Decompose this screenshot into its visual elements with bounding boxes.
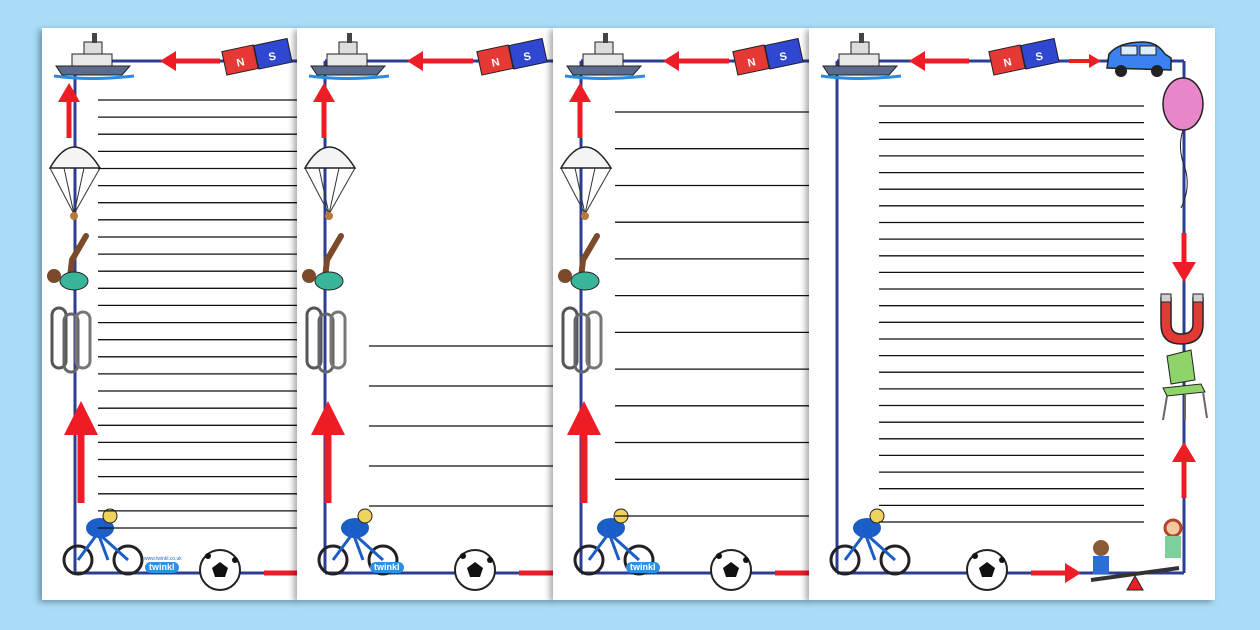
- paperclip-icon: [561, 306, 603, 374]
- twinkl-logo: twinkl: [145, 562, 179, 573]
- twinkl-logo: twinkl: [626, 562, 660, 573]
- ship-icon: [820, 33, 902, 80]
- cyclist-icon: [317, 508, 399, 576]
- car-icon: [1106, 41, 1172, 77]
- parachute-icon: [559, 146, 613, 220]
- cyclist-icon: [573, 508, 655, 576]
- page-2-border: N S: [302, 33, 554, 591]
- page-3-border: N S: [558, 33, 810, 591]
- arrow-up-right: [1172, 442, 1196, 498]
- paperclip-icon: [305, 306, 347, 374]
- chair-icon: [1162, 349, 1208, 421]
- page-4-writing-lines: [879, 105, 1144, 523]
- arrow-right-bottom: [1031, 563, 1081, 583]
- arrow-left: [909, 51, 969, 71]
- footer-url[interactable]: www.twinkl.co.uk: [144, 556, 182, 562]
- svg-text:S: S: [778, 50, 788, 63]
- paperclip-icon: [50, 306, 92, 374]
- ship-icon: [564, 33, 646, 80]
- arrow-left: [663, 51, 729, 71]
- football-icon: [966, 549, 1008, 591]
- svg-text:N: N: [235, 56, 245, 69]
- bar-magnet-icon: N S: [732, 37, 804, 76]
- parachute-icon: [48, 146, 102, 220]
- svg-text:S: S: [522, 50, 532, 63]
- svg-text:N: N: [1002, 56, 1012, 69]
- svg-text:S: S: [267, 50, 277, 63]
- ship-icon: [308, 33, 390, 80]
- page-1-writing-lines: [98, 99, 298, 529]
- balloon-icon: [1162, 77, 1204, 209]
- arrow-up-large: [567, 401, 601, 503]
- seesaw-icon: [1090, 518, 1183, 591]
- worksheet-page-4: N S: [809, 28, 1215, 600]
- arrow-up-large: [64, 401, 98, 503]
- page-3-writing-lines: [615, 111, 810, 517]
- arrow-left: [407, 51, 473, 71]
- bar-magnet-icon: N S: [988, 37, 1060, 76]
- arrow-up-small: [569, 83, 591, 138]
- worksheet-page-1: N S: [42, 28, 298, 600]
- arrow-right-top: [1069, 54, 1101, 68]
- ship-icon: [53, 33, 135, 80]
- parachute-icon: [303, 146, 357, 220]
- bar-magnet-icon: N S: [221, 37, 293, 76]
- diver-icon: [47, 233, 89, 291]
- bar-magnet-icon: N S: [476, 37, 548, 76]
- football-icon: [710, 549, 752, 591]
- arrow-up-large: [311, 401, 345, 503]
- svg-text:N: N: [746, 56, 756, 69]
- arrow-up-small: [313, 83, 335, 138]
- diver-icon: [558, 233, 600, 291]
- arrow-left: [160, 51, 220, 71]
- arrow-down-right: [1172, 233, 1196, 282]
- football-icon: [199, 549, 241, 591]
- worksheet-page-3: N S: [553, 28, 810, 600]
- cyclist-icon: [829, 508, 911, 576]
- page-1-border: N S: [47, 33, 298, 591]
- horseshoe-magnet-icon: [1160, 293, 1204, 345]
- diver-icon: [302, 233, 344, 291]
- arrow-up-small: [58, 83, 80, 138]
- svg-text:S: S: [1034, 50, 1044, 63]
- page-4-border: N S: [820, 33, 1208, 591]
- svg-text:N: N: [490, 56, 500, 69]
- twinkl-logo: twinkl: [370, 562, 404, 573]
- page-2-writing-lines: [369, 345, 554, 507]
- worksheet-page-2: N S: [297, 28, 554, 600]
- football-icon: [454, 549, 496, 591]
